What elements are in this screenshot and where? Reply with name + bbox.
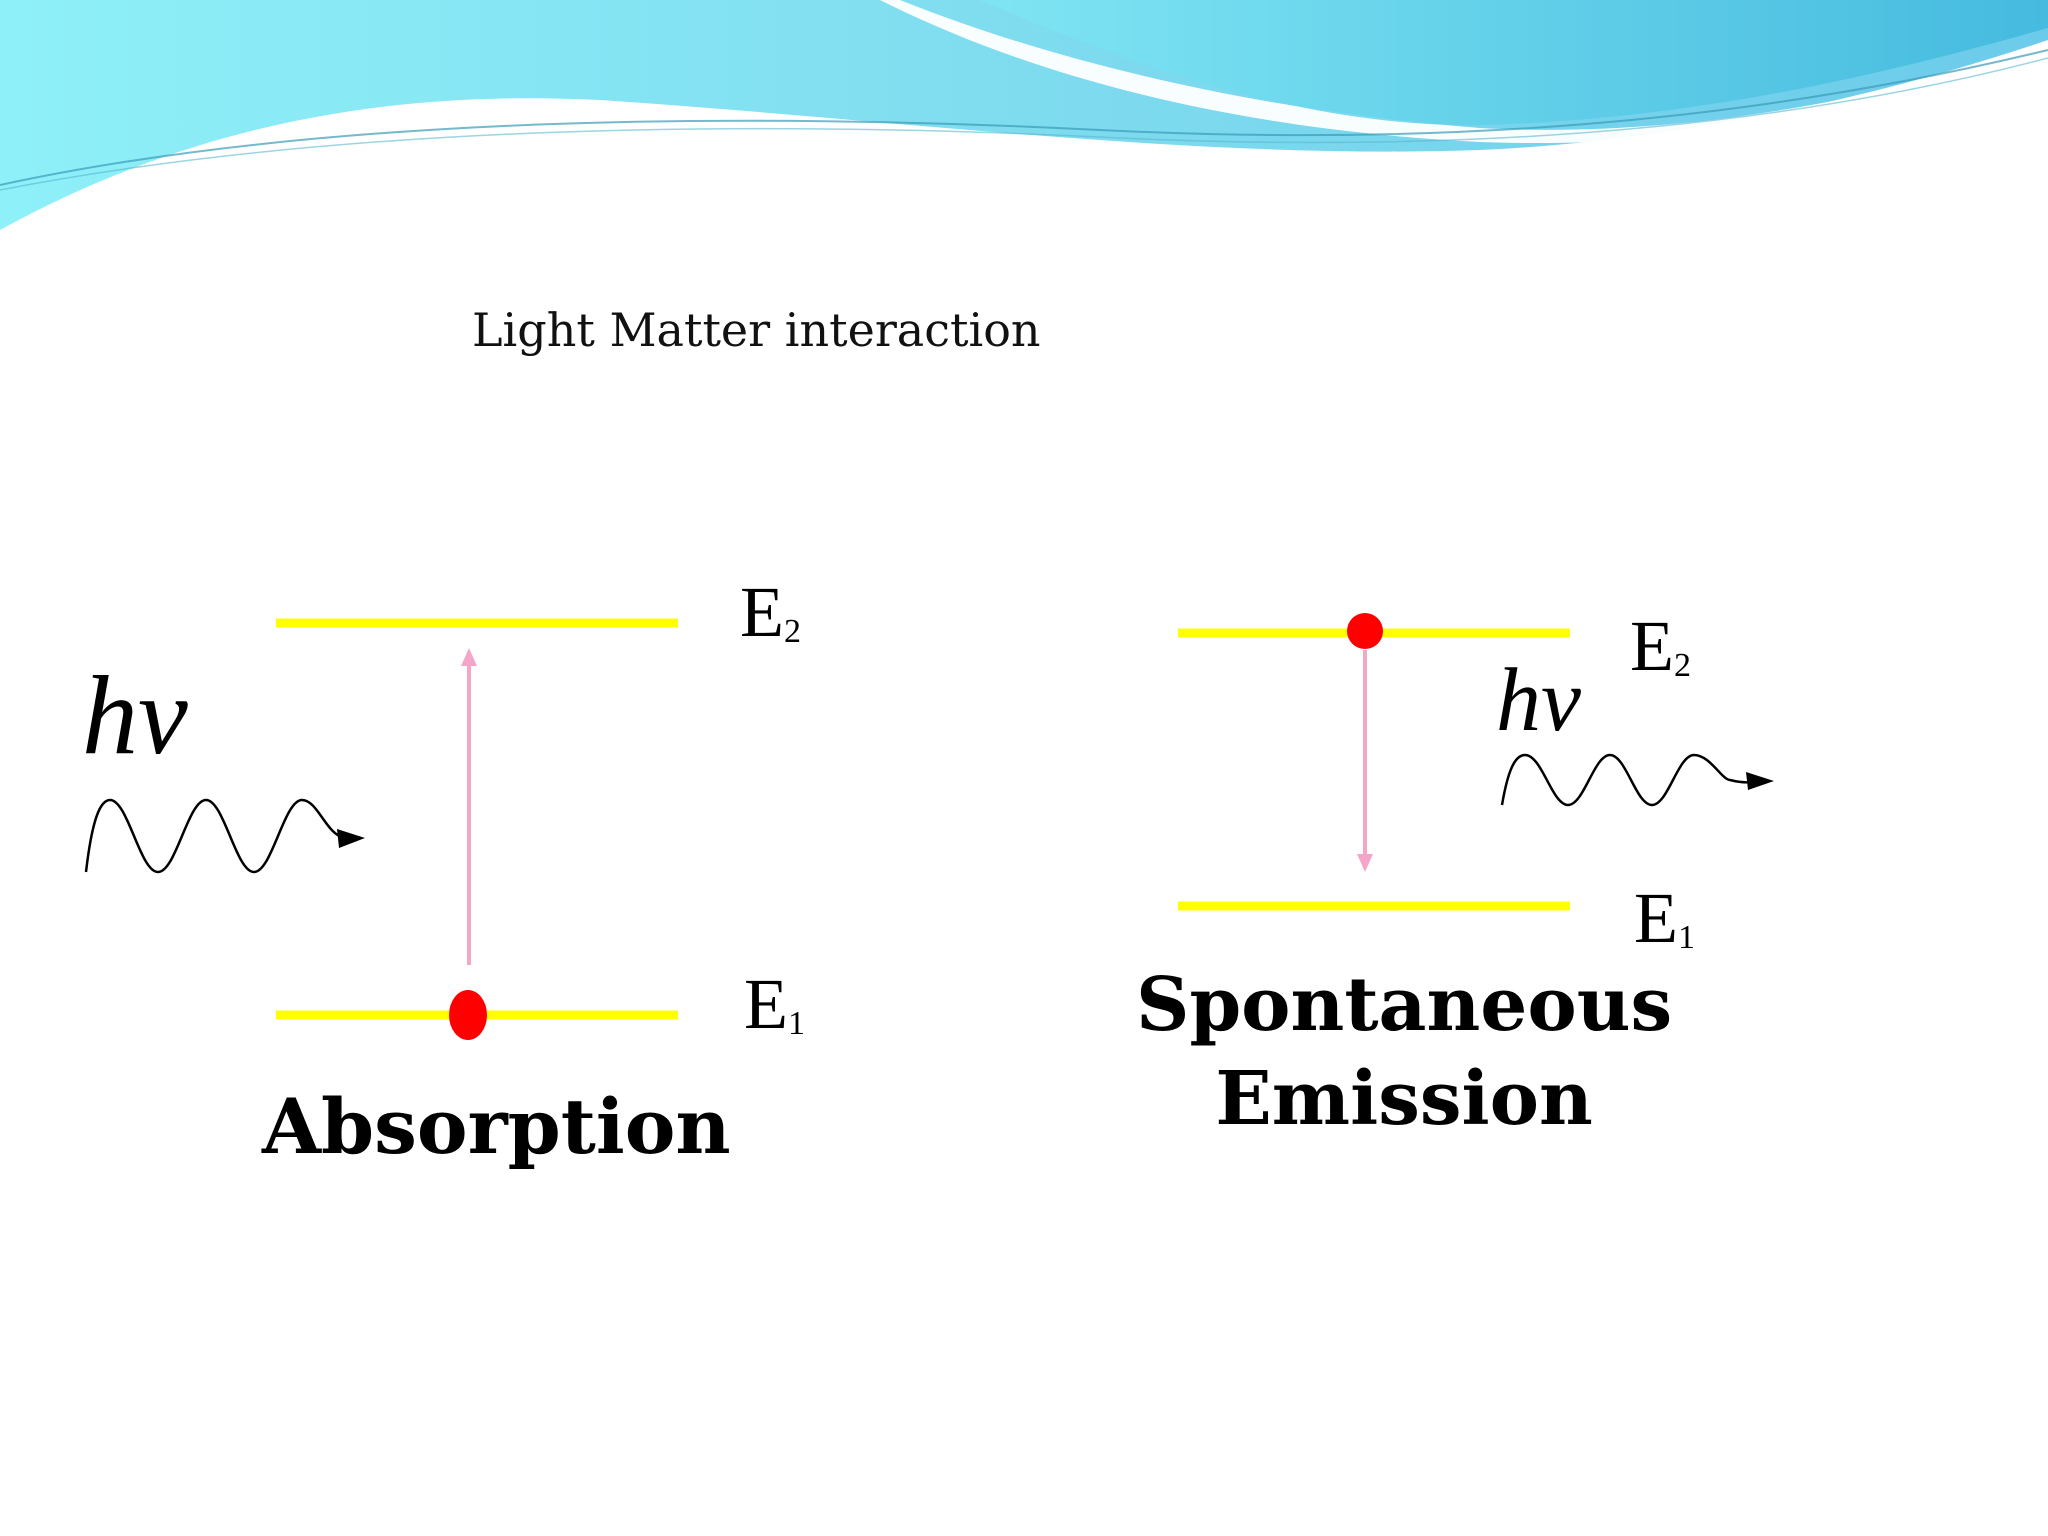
header-wave-decoration [0, 0, 2048, 230]
emission-electron [1347, 613, 1383, 649]
absorption-electron [449, 990, 487, 1040]
emission-arrow-head [1357, 854, 1373, 872]
absorption-arrow-head [461, 648, 477, 666]
emission-photon-arrowhead [1746, 772, 1774, 790]
absorption-lower-level-label: E1 [744, 964, 805, 1044]
spontaneous-emission-caption: Spontaneous Emission [1136, 958, 1672, 1146]
absorption-photon-arrowhead [337, 829, 365, 848]
spontaneous-emission-caption-line2: Emission [1215, 1056, 1593, 1142]
absorption-photon-wave [84, 798, 346, 874]
emission-lower-level-label: E1 [1634, 878, 1695, 958]
spontaneous-emission-caption-line1: Spontaneous [1136, 962, 1673, 1048]
absorption-upper-level-label: E2 [740, 572, 801, 652]
absorption-caption: Absorption [262, 1082, 731, 1171]
emission-photon-wave [1500, 753, 1753, 807]
emission-upper-level-label: E2 [1630, 606, 1691, 686]
emission-photon-label: hν [1496, 651, 1581, 750]
slide-title: Light Matter interaction [472, 303, 1041, 357]
absorption-photon-label: hν [82, 654, 188, 778]
